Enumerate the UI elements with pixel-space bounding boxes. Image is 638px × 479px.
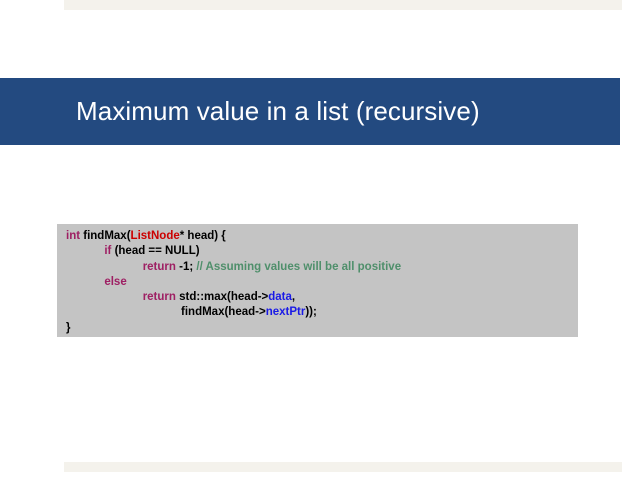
code-indent bbox=[66, 291, 143, 303]
page-title: Maximum value in a list (recursive) bbox=[76, 96, 480, 126]
code-indent bbox=[66, 306, 181, 318]
code-token-keyword: return bbox=[142, 291, 176, 304]
code-token-plain: } bbox=[66, 321, 71, 334]
code-line: return std::max(head->data, bbox=[66, 290, 578, 305]
code-token-keyword: if bbox=[104, 245, 112, 258]
code-token-plain: findMax( bbox=[80, 230, 131, 242]
code-token-plain: (head == NULL) bbox=[111, 245, 200, 258]
code-token-comment: // Assuming values will be all positive bbox=[196, 260, 402, 273]
decorative-bar-bottom bbox=[64, 462, 622, 472]
code-token-keyword: return bbox=[142, 260, 176, 273]
code-token-plain: std::max(head-> bbox=[175, 291, 269, 304]
code-token-plain: )); bbox=[305, 306, 317, 319]
code-token-keyword: else bbox=[104, 275, 127, 288]
code-indent bbox=[66, 261, 143, 273]
decorative-bar-top bbox=[64, 0, 622, 10]
code-token-type: ListNode bbox=[130, 230, 180, 242]
code-token-member: data bbox=[268, 291, 292, 304]
code-line: else bbox=[66, 275, 578, 290]
code-line: int findMax(ListNode* head) { bbox=[66, 229, 578, 244]
code-token-plain: -1; bbox=[175, 260, 197, 273]
slide-title-band: Maximum value in a list (recursive) bbox=[0, 78, 620, 145]
code-line: } bbox=[66, 321, 578, 336]
code-token-member: nextPtr bbox=[265, 306, 306, 319]
code-token-plain: findMax(head-> bbox=[181, 306, 266, 319]
code-token-plain: * head) { bbox=[179, 230, 226, 242]
code-line: if (head == NULL) bbox=[66, 244, 578, 259]
code-token-keyword: int bbox=[66, 230, 81, 242]
code-token-plain: , bbox=[291, 291, 296, 304]
code-indent bbox=[66, 276, 104, 288]
code-line: return -1; // Assuming values will be al… bbox=[66, 260, 578, 275]
code-line: findMax(head->nextPtr)); bbox=[66, 305, 578, 320]
code-indent bbox=[66, 245, 104, 257]
code-snippet-block: int findMax(ListNode* head) { if (head =… bbox=[57, 224, 578, 337]
